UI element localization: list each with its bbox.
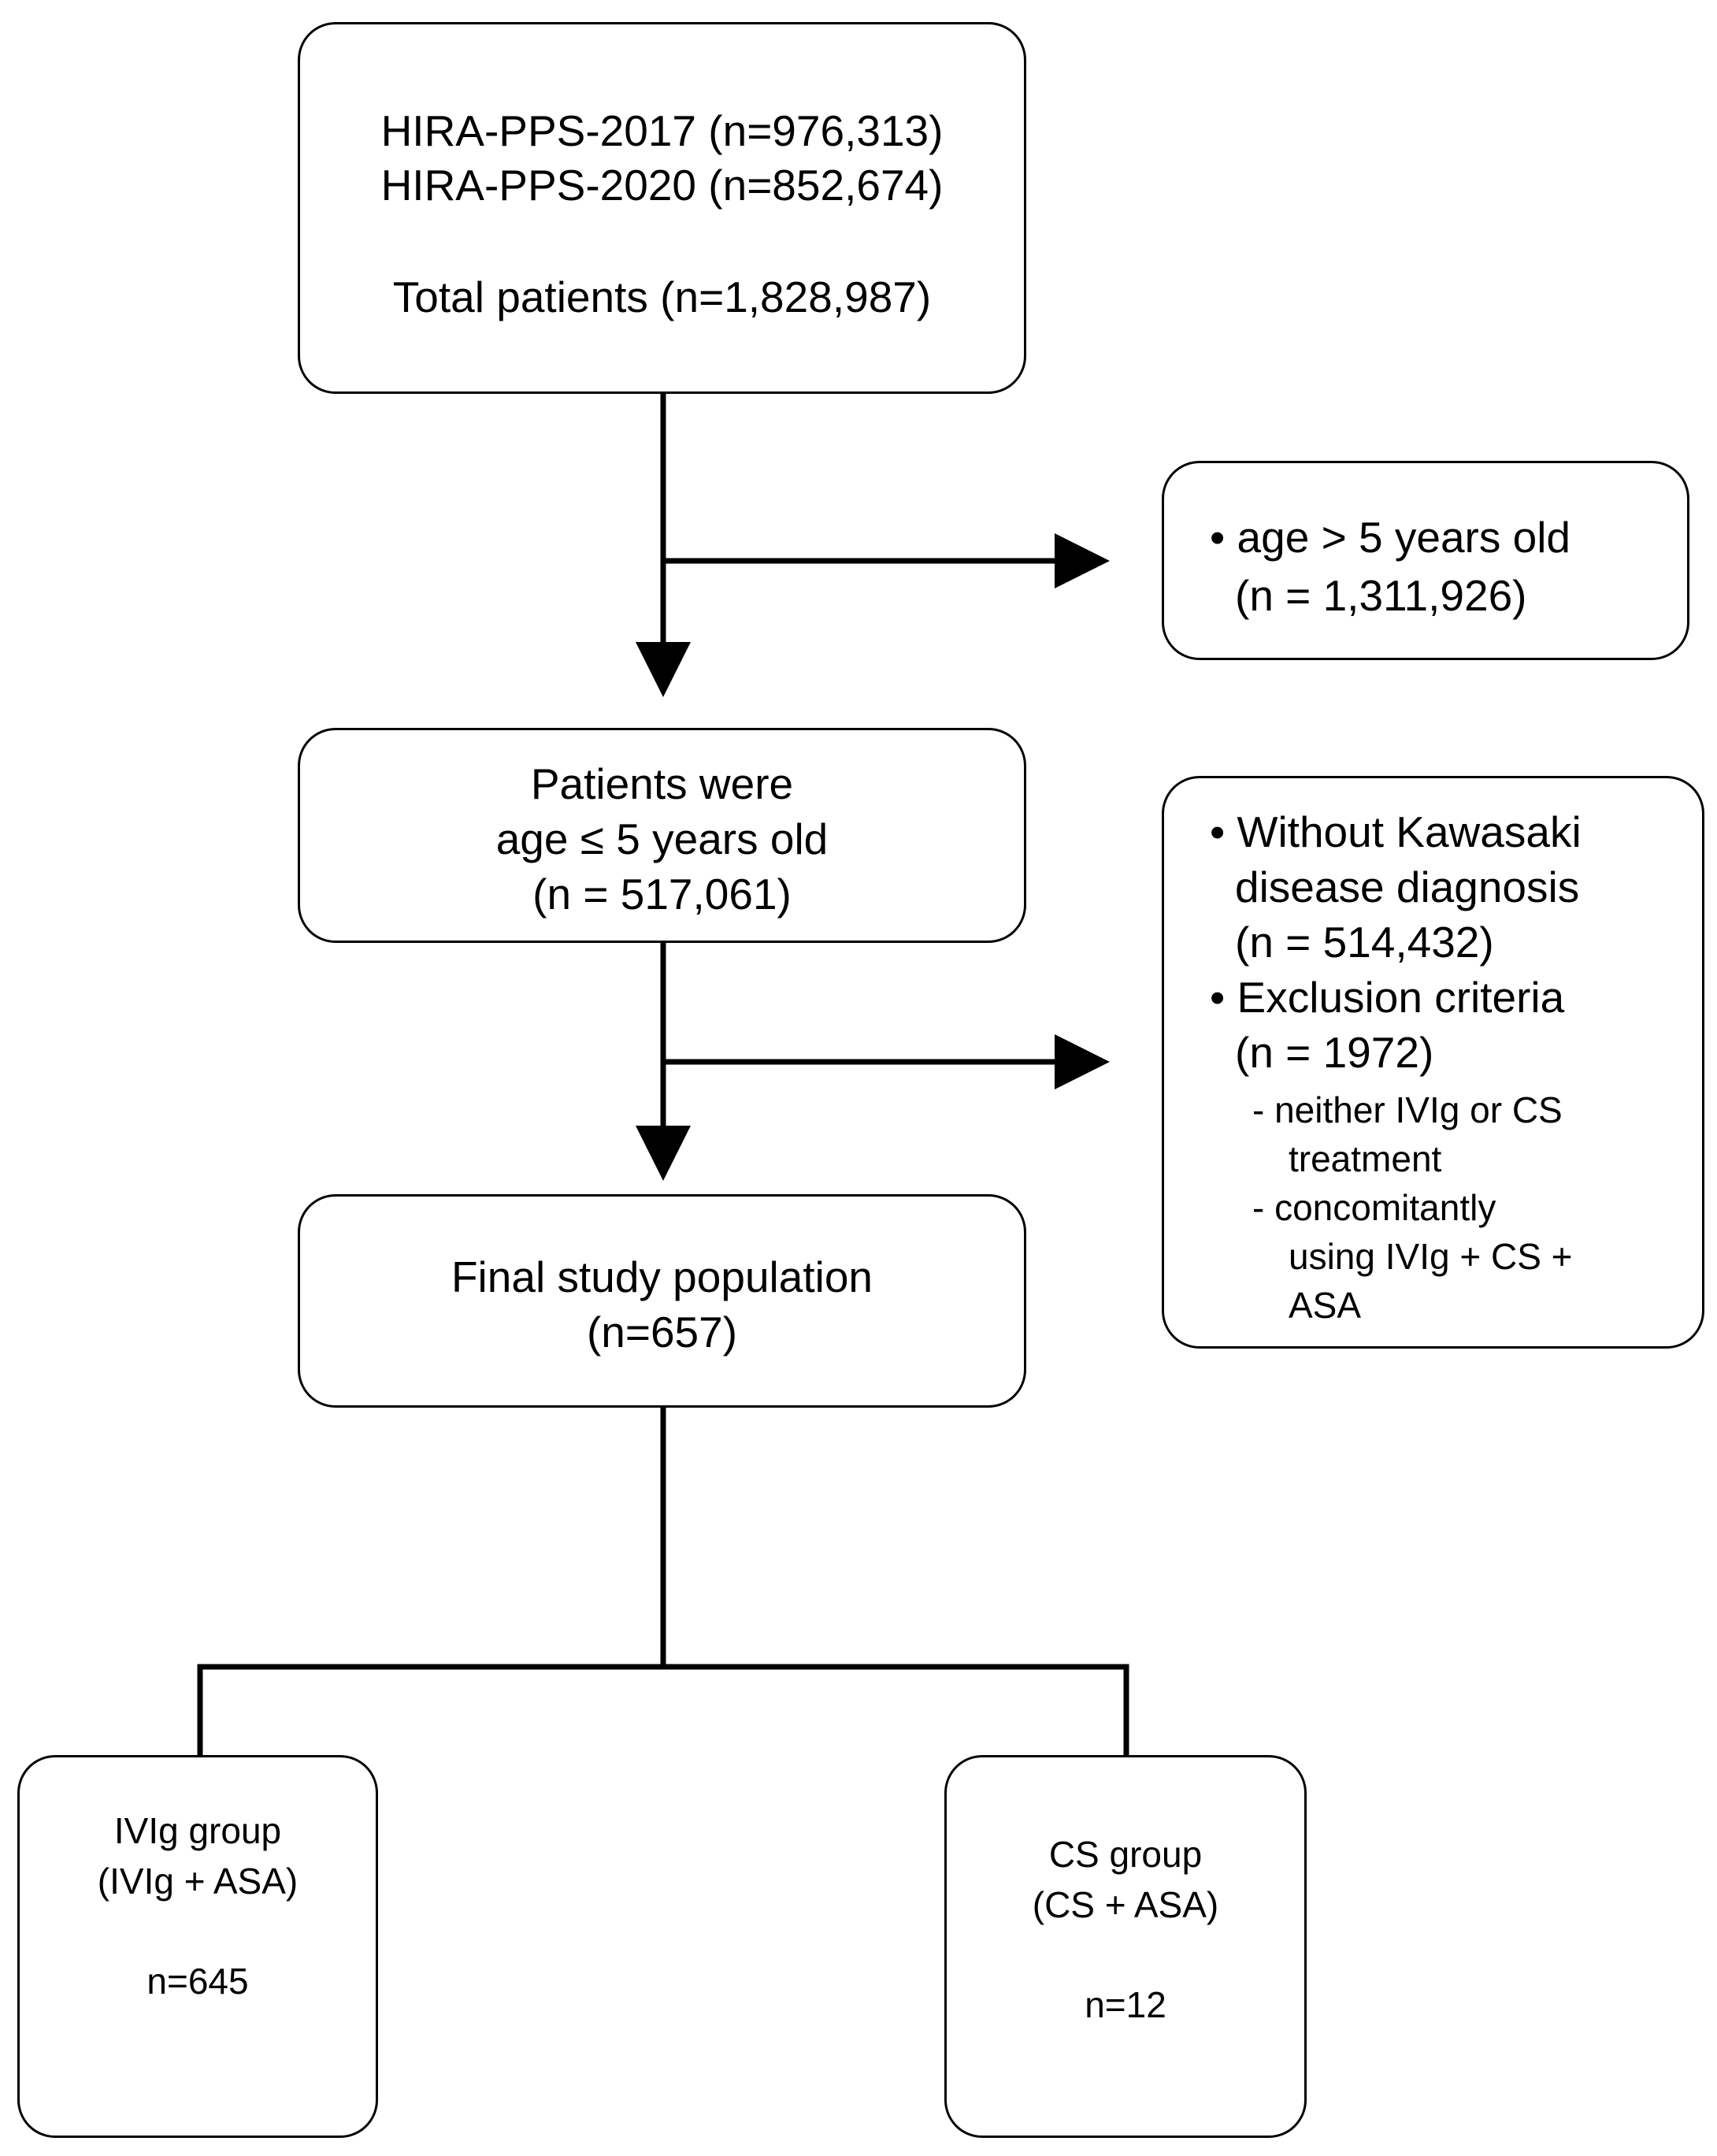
final-population-count: (n=657) [586, 1308, 738, 1356]
source-line-2020: HIRA-PPS-2020 (n=852,674) [380, 161, 944, 210]
exclusion-kd-line-2: disease diagnosis [1235, 863, 1580, 911]
exclusion-box-age: • age > 5 years old (n = 1,311,926) [1162, 461, 1689, 660]
exclusion-sub-1-line-2: treatment [1289, 1138, 1442, 1179]
exclusion-kd-line-1: • Without Kawasaki [1210, 807, 1582, 856]
eligible-line-1: Patients were [530, 759, 794, 808]
exclusion-sub-1-line-1: - neither IVIg or CS [1252, 1089, 1563, 1130]
exclusion-kd-count: (n = 514,432) [1235, 918, 1494, 967]
exclusion-box-criteria: • Without Kawasaki disease diagnosis (n … [1162, 776, 1704, 1349]
ivig-group-box: IVIg group (IVIg + ASA) n=645 [17, 1755, 378, 2138]
exclusion-age-label: • age > 5 years old [1210, 513, 1571, 562]
cs-group-label: CS group [1048, 1834, 1203, 1875]
exclusion-criteria-count: (n = 1972) [1235, 1028, 1434, 1077]
cs-group-count: n=12 [1085, 1984, 1166, 2025]
final-population-box: Final study population (n=657) [298, 1194, 1026, 1408]
ivig-group-count: n=645 [146, 1961, 249, 2002]
split-connector [197, 1408, 666, 1755]
source-total: Total patients (n=1,828,987) [392, 273, 932, 321]
source-line-2017: HIRA-PPS-2017 (n=976,313) [380, 106, 944, 155]
split-connector-right [663, 1664, 1129, 1755]
ivig-group-label: IVIg group [113, 1810, 282, 1851]
exclusion-sub-2-line-1: - concomitantly [1252, 1187, 1496, 1228]
exclusion-criteria-label: • Exclusion criteria [1210, 973, 1565, 1022]
exclusion-age-count: (n = 1,311,926) [1235, 571, 1527, 620]
eligible-count: (n = 517,061) [532, 870, 792, 918]
exclusion-sub-2-line-2: using IVIg + CS + [1289, 1236, 1573, 1277]
exclusion-sub-2-line-3: ASA [1289, 1285, 1362, 1326]
cs-group-regimen: (CS + ASA) [1032, 1884, 1219, 1925]
cs-group-box: CS group (CS + ASA) n=12 [944, 1755, 1307, 2138]
final-population-label: Final study population [451, 1252, 873, 1301]
eligible-box: Patients were age ≤ 5 years old (n = 517… [298, 728, 1026, 943]
ivig-group-regimen: (IVIg + ASA) [97, 1861, 299, 1902]
source-box: HIRA-PPS-2017 (n=976,313) HIRA-PPS-2020 … [298, 22, 1026, 394]
eligible-line-2: age ≤ 5 years old [495, 815, 829, 863]
